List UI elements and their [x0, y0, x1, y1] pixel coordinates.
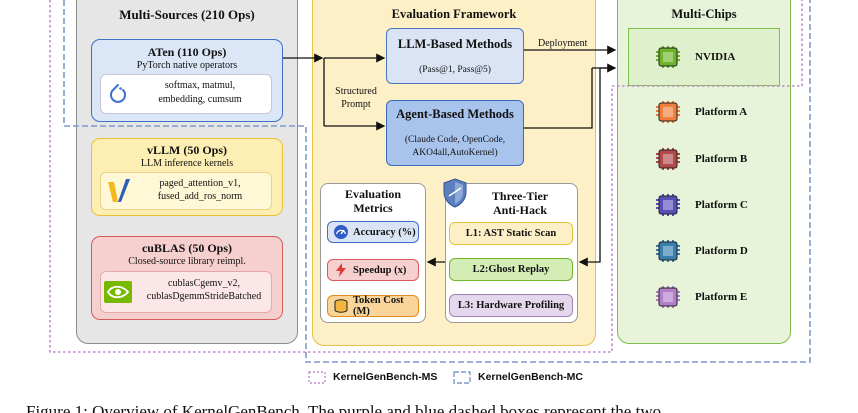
platform-b: Platform B — [655, 147, 805, 171]
evaluation-metrics-title-line1: Evaluation — [344, 187, 401, 201]
vllm-ops-box — [100, 172, 272, 210]
pytorch-icon — [106, 82, 128, 106]
legend-mc-swatch — [453, 371, 471, 384]
lightning-icon — [336, 263, 346, 277]
vllm-ops-line2: fused_add_ros_norm — [157, 191, 243, 202]
platform-c: Platform C — [655, 193, 805, 217]
platform-d-label: Platform D — [695, 245, 748, 257]
evaluation-framework-title: Evaluation Framework — [391, 7, 517, 21]
legend-mc-label: KernelGenBench-MC — [478, 371, 584, 383]
anti-hack-title-line1: Three-Tier — [491, 189, 549, 203]
chip-icon — [656, 148, 680, 170]
structured-prompt-label-line2: Prompt — [341, 99, 371, 110]
figure-caption: Figure 1: Overview of KernelGenBench. Th… — [26, 402, 662, 413]
vllm-subtitle: LLM inference kernels — [140, 158, 234, 169]
chip-icon — [656, 46, 680, 68]
nvidia-highlight — [628, 28, 780, 86]
platform-a-label: Platform A — [695, 106, 748, 118]
agent-methods-detail-line1: (Claude Code, OpenCode, — [404, 135, 506, 145]
gauge-icon — [334, 225, 348, 239]
deployment-label: Deployment — [538, 38, 588, 49]
tier-l2: L2:Ghost Replay — [449, 258, 573, 281]
chip-icon — [656, 101, 680, 123]
platform-c-label: Platform C — [695, 199, 748, 211]
metric-accuracy-label: Accuracy (%) — [353, 226, 416, 238]
agent-methods-title: Agent-Based Methods — [396, 107, 514, 121]
metric-token-cost: Token Cost (M) — [327, 295, 419, 317]
coins-icon — [334, 299, 348, 313]
anti-hack-title-line2: Anti-Hack — [493, 203, 547, 217]
llm-methods-title: LLM-Based Methods — [397, 37, 513, 51]
nvidia-logo-icon — [104, 281, 132, 303]
aten-title: ATen (110 Ops) — [147, 45, 227, 59]
cublas-ops-line2: cublasDgemmStrideBatched — [146, 291, 262, 302]
platform-d: Platform D — [655, 239, 805, 263]
ms-dashed-outline — [49, 0, 803, 353]
platform-e-label: Platform E — [695, 291, 748, 303]
llm-methods-detail: (Pass@1, Pass@5) — [419, 65, 491, 75]
chips-return-line — [578, 67, 615, 267]
metric-speedup: Speedup (x) — [327, 259, 419, 281]
evaluation-metrics-title-line2: Metrics — [353, 201, 393, 215]
aten-ops-box — [100, 74, 272, 114]
chip-icon — [656, 240, 680, 262]
structured-prompt-label-line1: Structured — [335, 86, 377, 97]
metric-speedup-label: Speedup (x) — [353, 264, 407, 276]
agent-methods-detail-line2: AKO4all,AutoKernel) — [412, 148, 498, 158]
aten-ops-line1: softmax, matmul, — [164, 80, 236, 91]
llm-methods-box — [386, 28, 524, 84]
agent-methods-box — [386, 100, 524, 166]
metric-token-cost-label: Token Cost (M) — [353, 295, 404, 317]
shield-icon — [442, 178, 468, 208]
legend-ms-swatch — [308, 371, 326, 384]
aten-ops-line2: embedding, cumsum — [158, 94, 242, 105]
vllm-title: vLLM (50 Ops) — [146, 143, 227, 157]
aten-subtitle: PyTorch native operators — [136, 60, 238, 71]
platform-a: Platform A — [655, 100, 805, 124]
multi-sources-title: Multi-Sources (210 Ops) — [119, 7, 255, 22]
tier-l1: L1: AST Static Scan — [449, 222, 573, 245]
metric-accuracy: Accuracy (%) — [327, 221, 419, 243]
chip-icon — [656, 286, 680, 308]
platform-b-label: Platform B — [695, 153, 748, 165]
cublas-subtitle: Closed-source library reimpl. — [128, 256, 246, 267]
cublas-title: cuBLAS (50 Ops) — [141, 241, 233, 255]
vllm-logo-icon — [106, 176, 130, 206]
agent-to-deploy-line — [524, 68, 593, 129]
vllm-ops-line1: paged_attention_v1, — [159, 178, 241, 189]
cublas-ops-line1: cublasCgemv_v2, — [168, 278, 240, 289]
multi-chips-title: Multi-Chips — [671, 7, 737, 21]
platform-nvidia: NVIDIA — [655, 45, 805, 69]
tier-l3: L3: Hardware Profiling — [449, 294, 573, 317]
platform-nvidia-label: NVIDIA — [695, 51, 736, 63]
chip-icon — [656, 194, 680, 216]
legend-ms-label: KernelGenBench-MS — [333, 371, 438, 383]
platform-e: Platform E — [655, 285, 805, 309]
mc-dashed-outline — [63, 0, 811, 363]
